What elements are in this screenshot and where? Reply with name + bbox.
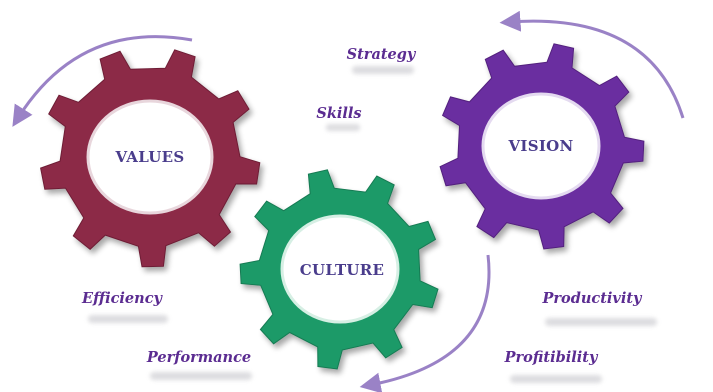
gear-label-values: VALUES xyxy=(115,148,185,166)
term-performance: Performance xyxy=(146,349,251,366)
gear-vision xyxy=(439,43,645,250)
gear-label-vision: VISION xyxy=(507,137,573,155)
term-profitibility: Profitibility xyxy=(504,349,599,366)
term-shadows xyxy=(88,66,657,383)
term-skills: Skills xyxy=(316,105,361,122)
values-rotation-arrow xyxy=(12,35,193,127)
gear-culture xyxy=(239,169,439,370)
culture-rotation-arrow xyxy=(359,254,491,392)
vision-rotation-arrow xyxy=(499,10,685,119)
term-productivity: Productivity xyxy=(542,290,644,307)
term-efficiency: Efficiency xyxy=(81,290,163,307)
gear-label-culture: CULTURE xyxy=(300,261,385,279)
term-strategy: Strategy xyxy=(347,46,417,63)
gear-values xyxy=(40,49,261,268)
